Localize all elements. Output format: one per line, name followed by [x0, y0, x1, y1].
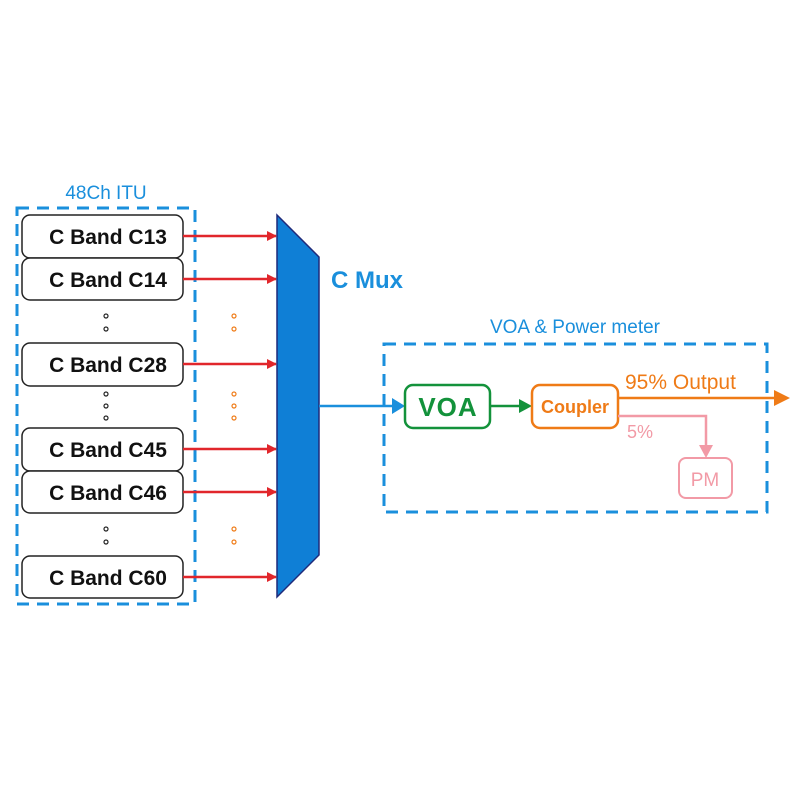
coupler-block: Coupler	[530, 383, 620, 430]
channel-box-c28: C Band C28	[21, 342, 184, 387]
tap-arrowhead	[699, 445, 713, 458]
input-group-title: 48Ch ITU	[65, 183, 146, 204]
power-meter-block: PM	[678, 457, 733, 499]
channel-label: C Band C13	[49, 226, 167, 249]
channel-label: C Band C14	[49, 269, 167, 292]
tap-label: 5%	[627, 422, 653, 442]
channel-box-c46: C Band C46	[21, 470, 184, 514]
output-group-border	[382, 342, 769, 514]
ellipsis-left-2	[103, 391, 109, 421]
channel-box-c60: C Band C60	[21, 555, 184, 599]
input-group-border	[15, 206, 197, 606]
ellipsis-right-3	[231, 526, 237, 545]
voa-block: VOA	[403, 383, 492, 430]
ellipsis-right-2	[231, 391, 237, 421]
tap-line	[618, 414, 708, 447]
channel-label: C Band C46	[49, 482, 167, 505]
output-label: 95% Output	[625, 371, 736, 394]
channel-box-c13: C Band C13	[21, 214, 184, 259]
mux-output-arrowhead	[392, 398, 405, 414]
output-group-title: VOA & Power meter	[490, 317, 661, 338]
mux-block	[276, 213, 320, 599]
voa-to-coupler-arrowhead	[519, 399, 532, 413]
channel-box-c14: C Band C14	[21, 257, 184, 301]
ellipsis-right-1	[231, 313, 237, 332]
mux-label: C Mux	[331, 267, 404, 294]
pm-label: PM	[691, 470, 720, 491]
channel-box-c45: C Band C45	[21, 427, 184, 472]
coupler-label: Coupler	[541, 397, 609, 417]
channel-label: C Band C45	[49, 439, 167, 462]
channel-label: C Band C60	[49, 567, 167, 590]
ellipsis-left-1	[103, 313, 109, 332]
output-arrowhead	[774, 390, 790, 406]
ellipsis-left-3	[103, 526, 109, 545]
channel-label: C Band C28	[49, 354, 167, 377]
voa-label: VOA	[418, 392, 477, 422]
